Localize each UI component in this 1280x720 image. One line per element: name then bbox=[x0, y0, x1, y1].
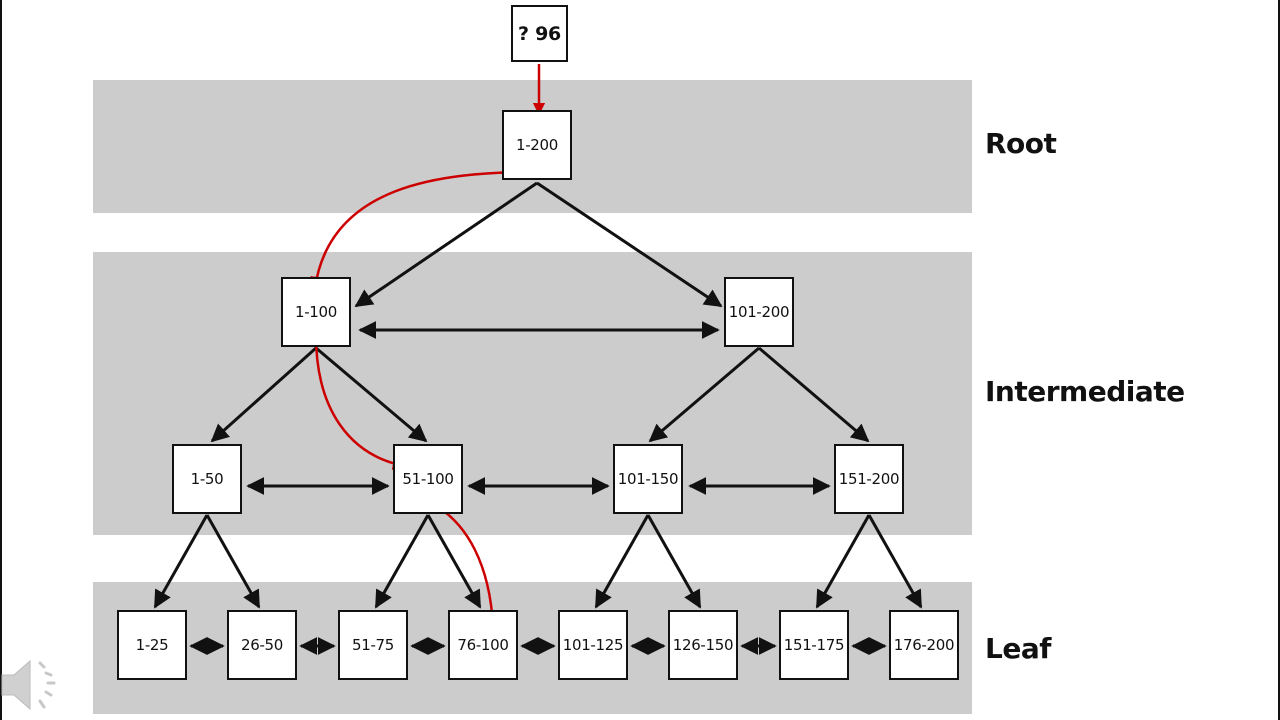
leaf-node: 1-25 bbox=[117, 610, 187, 680]
tree-edge bbox=[758, 346, 870, 443]
tree-edge bbox=[536, 181, 723, 308]
tree-edge bbox=[374, 514, 430, 609]
intermediate-node: 1-100 bbox=[281, 277, 351, 347]
tree-edge bbox=[646, 514, 702, 609]
leaf-node: 101-125 bbox=[558, 610, 628, 680]
leaf-node: 151-175 bbox=[779, 610, 849, 680]
tree-edge bbox=[315, 346, 428, 443]
left-edge-bar bbox=[0, 0, 2, 720]
intermediate-node: 1-50 bbox=[172, 444, 242, 514]
tree-edge bbox=[205, 514, 261, 609]
query-node: ? 96 bbox=[511, 5, 568, 62]
leaf-node: 76-100 bbox=[448, 610, 518, 680]
tree-edge bbox=[594, 514, 650, 609]
intermediate-node: 101-150 bbox=[613, 444, 683, 514]
tree-edge bbox=[815, 514, 871, 609]
leaf-node: 26-50 bbox=[227, 610, 297, 680]
search-path-arrow bbox=[310, 170, 537, 290]
tree-edge bbox=[426, 514, 482, 609]
root-level-label: Root bbox=[985, 127, 1057, 160]
right-edge-bar bbox=[1278, 0, 1280, 720]
search-path-arrow bbox=[314, 334, 406, 470]
tree-edge bbox=[648, 346, 760, 443]
intermediate-node: 51-100 bbox=[393, 444, 463, 514]
intermediate-node: 101-200 bbox=[724, 277, 794, 347]
intermediate-node: 151-200 bbox=[834, 444, 904, 514]
tree-edge bbox=[867, 514, 923, 609]
search-path-arrow bbox=[424, 498, 499, 628]
tree-edge bbox=[210, 346, 317, 443]
leaf-node: 176-200 bbox=[889, 610, 959, 680]
root-node: 1-200 bbox=[502, 110, 572, 180]
leaf-node: 126-150 bbox=[668, 610, 738, 680]
leaf-level-label: Leaf bbox=[985, 632, 1051, 665]
tree-edge bbox=[153, 514, 209, 609]
intermediate-level-label: Intermediate bbox=[985, 375, 1185, 408]
speaker-icon[interactable] bbox=[0, 655, 62, 715]
leaf-node: 51-75 bbox=[338, 610, 408, 680]
tree-edge bbox=[354, 181, 538, 308]
